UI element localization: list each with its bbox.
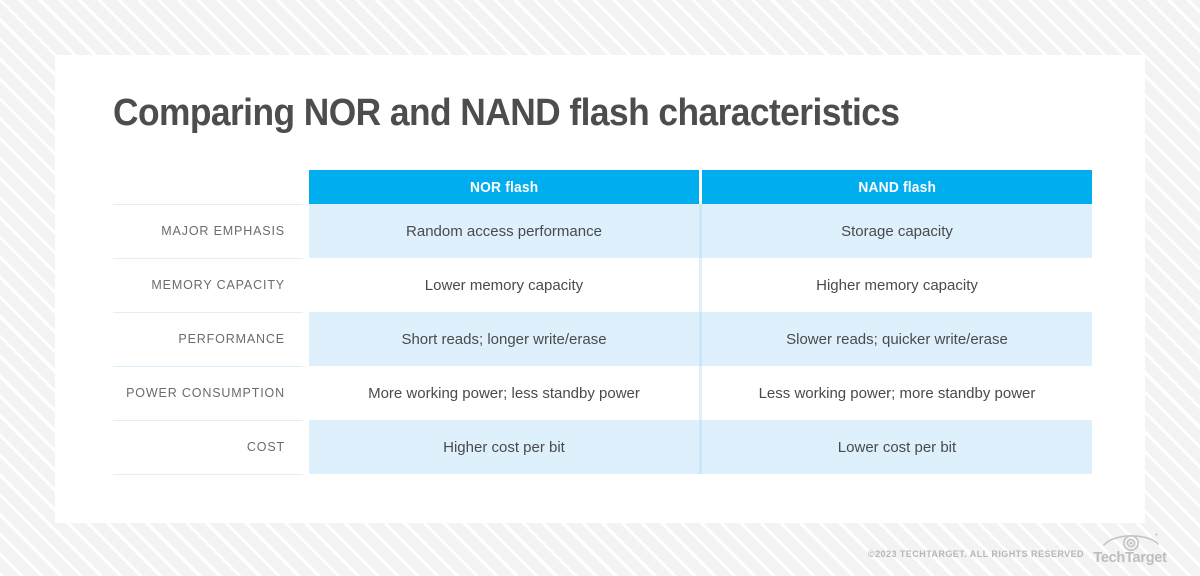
footer: ©2023 TECHTARGET. ALL RIGHTS RESERVED Te… xyxy=(0,523,1200,576)
cell-nand-performance: Slower reads; quicker write/erase xyxy=(702,312,1092,366)
row-label-cost: COST xyxy=(113,419,303,475)
header-column-divider xyxy=(699,170,702,204)
table-row: MEMORY CAPACITY Lower memory capacity Hi… xyxy=(113,257,1092,313)
table-row: PERFORMANCE Short reads; longer write/er… xyxy=(113,311,1092,367)
row-label-performance: PERFORMANCE xyxy=(113,311,303,367)
column-divider xyxy=(699,258,702,312)
row-label-power-consumption: POWER CONSUMPTION xyxy=(113,365,303,421)
techtarget-logo: TechTarget xyxy=(1088,531,1172,571)
cell-nor-performance: Short reads; longer write/erase xyxy=(309,312,699,366)
table-header-row: NOR flash NAND flash xyxy=(113,170,1092,204)
techtarget-wordmark: TechTarget xyxy=(1093,549,1167,566)
table-row: COST Higher cost per bit Lower cost per … xyxy=(113,419,1092,475)
cell-nand-major-emphasis: Storage capacity xyxy=(702,204,1092,258)
cell-nand-memory-capacity: Higher memory capacity xyxy=(702,258,1092,312)
row-gap xyxy=(303,420,309,474)
table-body: MAJOR EMPHASIS Random access performance… xyxy=(113,203,1092,475)
page-title: Comparing NOR and NAND flash characteris… xyxy=(113,92,900,134)
eye-icon xyxy=(1103,533,1159,551)
column-divider xyxy=(699,204,702,258)
cell-nand-cost: Lower cost per bit xyxy=(702,420,1092,474)
row-label-major-emphasis: MAJOR EMPHASIS xyxy=(113,203,303,259)
table-corner-cell xyxy=(113,170,303,204)
copyright-text: ©2023 TECHTARGET. ALL RIGHTS RESERVED xyxy=(868,549,1084,559)
column-header-nor: NOR flash xyxy=(309,170,699,204)
cell-nor-cost: Higher cost per bit xyxy=(309,420,699,474)
cell-nor-major-emphasis: Random access performance xyxy=(309,204,699,258)
column-divider xyxy=(699,366,702,420)
row-gap xyxy=(303,204,309,258)
table-row: POWER CONSUMPTION More working power; le… xyxy=(113,365,1092,421)
row-gap xyxy=(303,258,309,312)
table-header: NOR flash NAND flash xyxy=(113,170,1092,204)
cell-nand-power-consumption: Less working power; more standby power xyxy=(702,366,1092,420)
row-label-memory-capacity: MEMORY CAPACITY xyxy=(113,257,303,313)
content-card: Comparing NOR and NAND flash characteris… xyxy=(55,55,1145,523)
cell-nor-memory-capacity: Lower memory capacity xyxy=(309,258,699,312)
comparison-table: NOR flash NAND flash MAJOR EMPHASIS Rand… xyxy=(113,170,1092,475)
column-header-nand-label: NAND flash xyxy=(858,178,936,196)
row-gap xyxy=(303,366,309,420)
table-row: MAJOR EMPHASIS Random access performance… xyxy=(113,203,1092,259)
column-divider xyxy=(699,420,702,474)
column-divider xyxy=(699,312,702,366)
column-header-nand: NAND flash xyxy=(702,170,1092,204)
column-header-nor-label: NOR flash xyxy=(469,178,539,196)
row-gap xyxy=(303,312,309,366)
cell-nor-power-consumption: More working power; less standby power xyxy=(309,366,699,420)
